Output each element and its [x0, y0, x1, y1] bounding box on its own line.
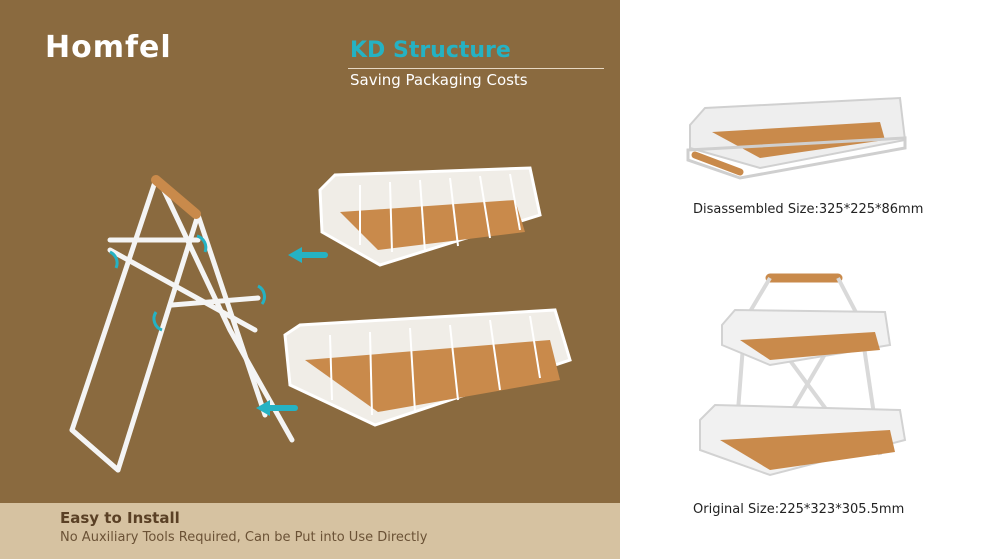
page-title: KD Structure [350, 38, 511, 63]
disassembled-size-label: Disassembled Size:325*225*86mm [693, 202, 924, 217]
title-divider [348, 68, 604, 69]
brand-logo: Homfel [45, 30, 172, 65]
large-basket-illustration [256, 308, 572, 427]
footer-banner: Easy to Install No Auxiliary Tools Requi… [0, 503, 620, 559]
original-size-label: Original Size:225*323*305.5mm [693, 502, 905, 517]
small-basket-illustration [288, 166, 542, 267]
footer-title: Easy to Install [60, 509, 180, 527]
footer-subtitle: No Auxiliary Tools Required, Can be Put … [60, 530, 428, 545]
folding-frame-illustration [69, 175, 295, 473]
left-panel [0, 0, 620, 559]
page-subtitle: Saving Packaging Costs [350, 71, 528, 89]
